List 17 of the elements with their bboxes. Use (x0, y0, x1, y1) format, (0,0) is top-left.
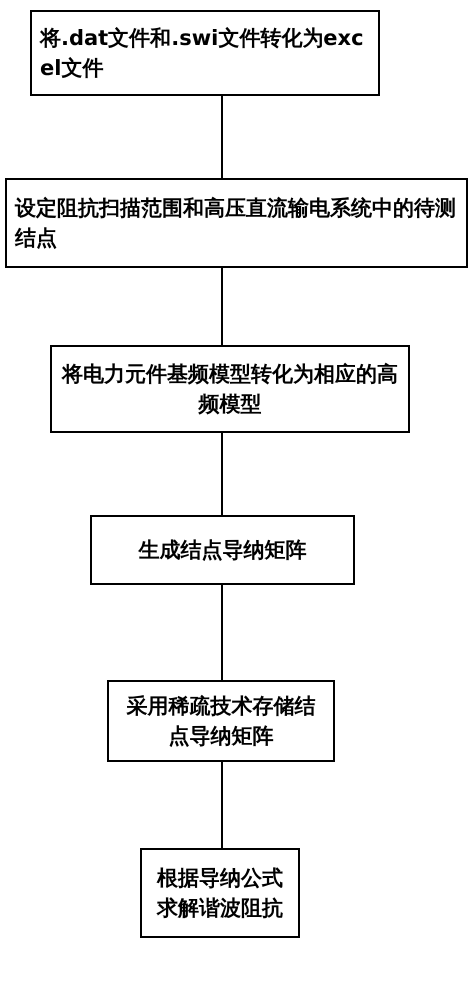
step-text: 生成结点导纳矩阵 (138, 536, 306, 564)
connector-line (221, 585, 223, 680)
step-text: 采用稀疏技术存储结点导纳矩阵 (126, 692, 316, 750)
process-box (107, 680, 335, 762)
step-text: 根据导纳公式求解谐波阻抗 (156, 864, 284, 922)
step-text: 将.dat文件和.swi文件转化为excel文件 (40, 24, 365, 82)
step-text: 设定阻抗扫描范围和高压直流输电系统中的待测结点 (15, 194, 457, 252)
process-box (30, 10, 380, 96)
process-box (50, 345, 410, 433)
connector-line (221, 762, 223, 848)
process-box (90, 515, 355, 585)
step-text: 将电力元件基频模型转化为相应的高频模型 (60, 360, 399, 418)
process-box (140, 848, 300, 938)
process-box (5, 178, 468, 268)
connector-line (221, 268, 223, 345)
connector-line (221, 96, 223, 178)
connector-line (221, 433, 223, 515)
